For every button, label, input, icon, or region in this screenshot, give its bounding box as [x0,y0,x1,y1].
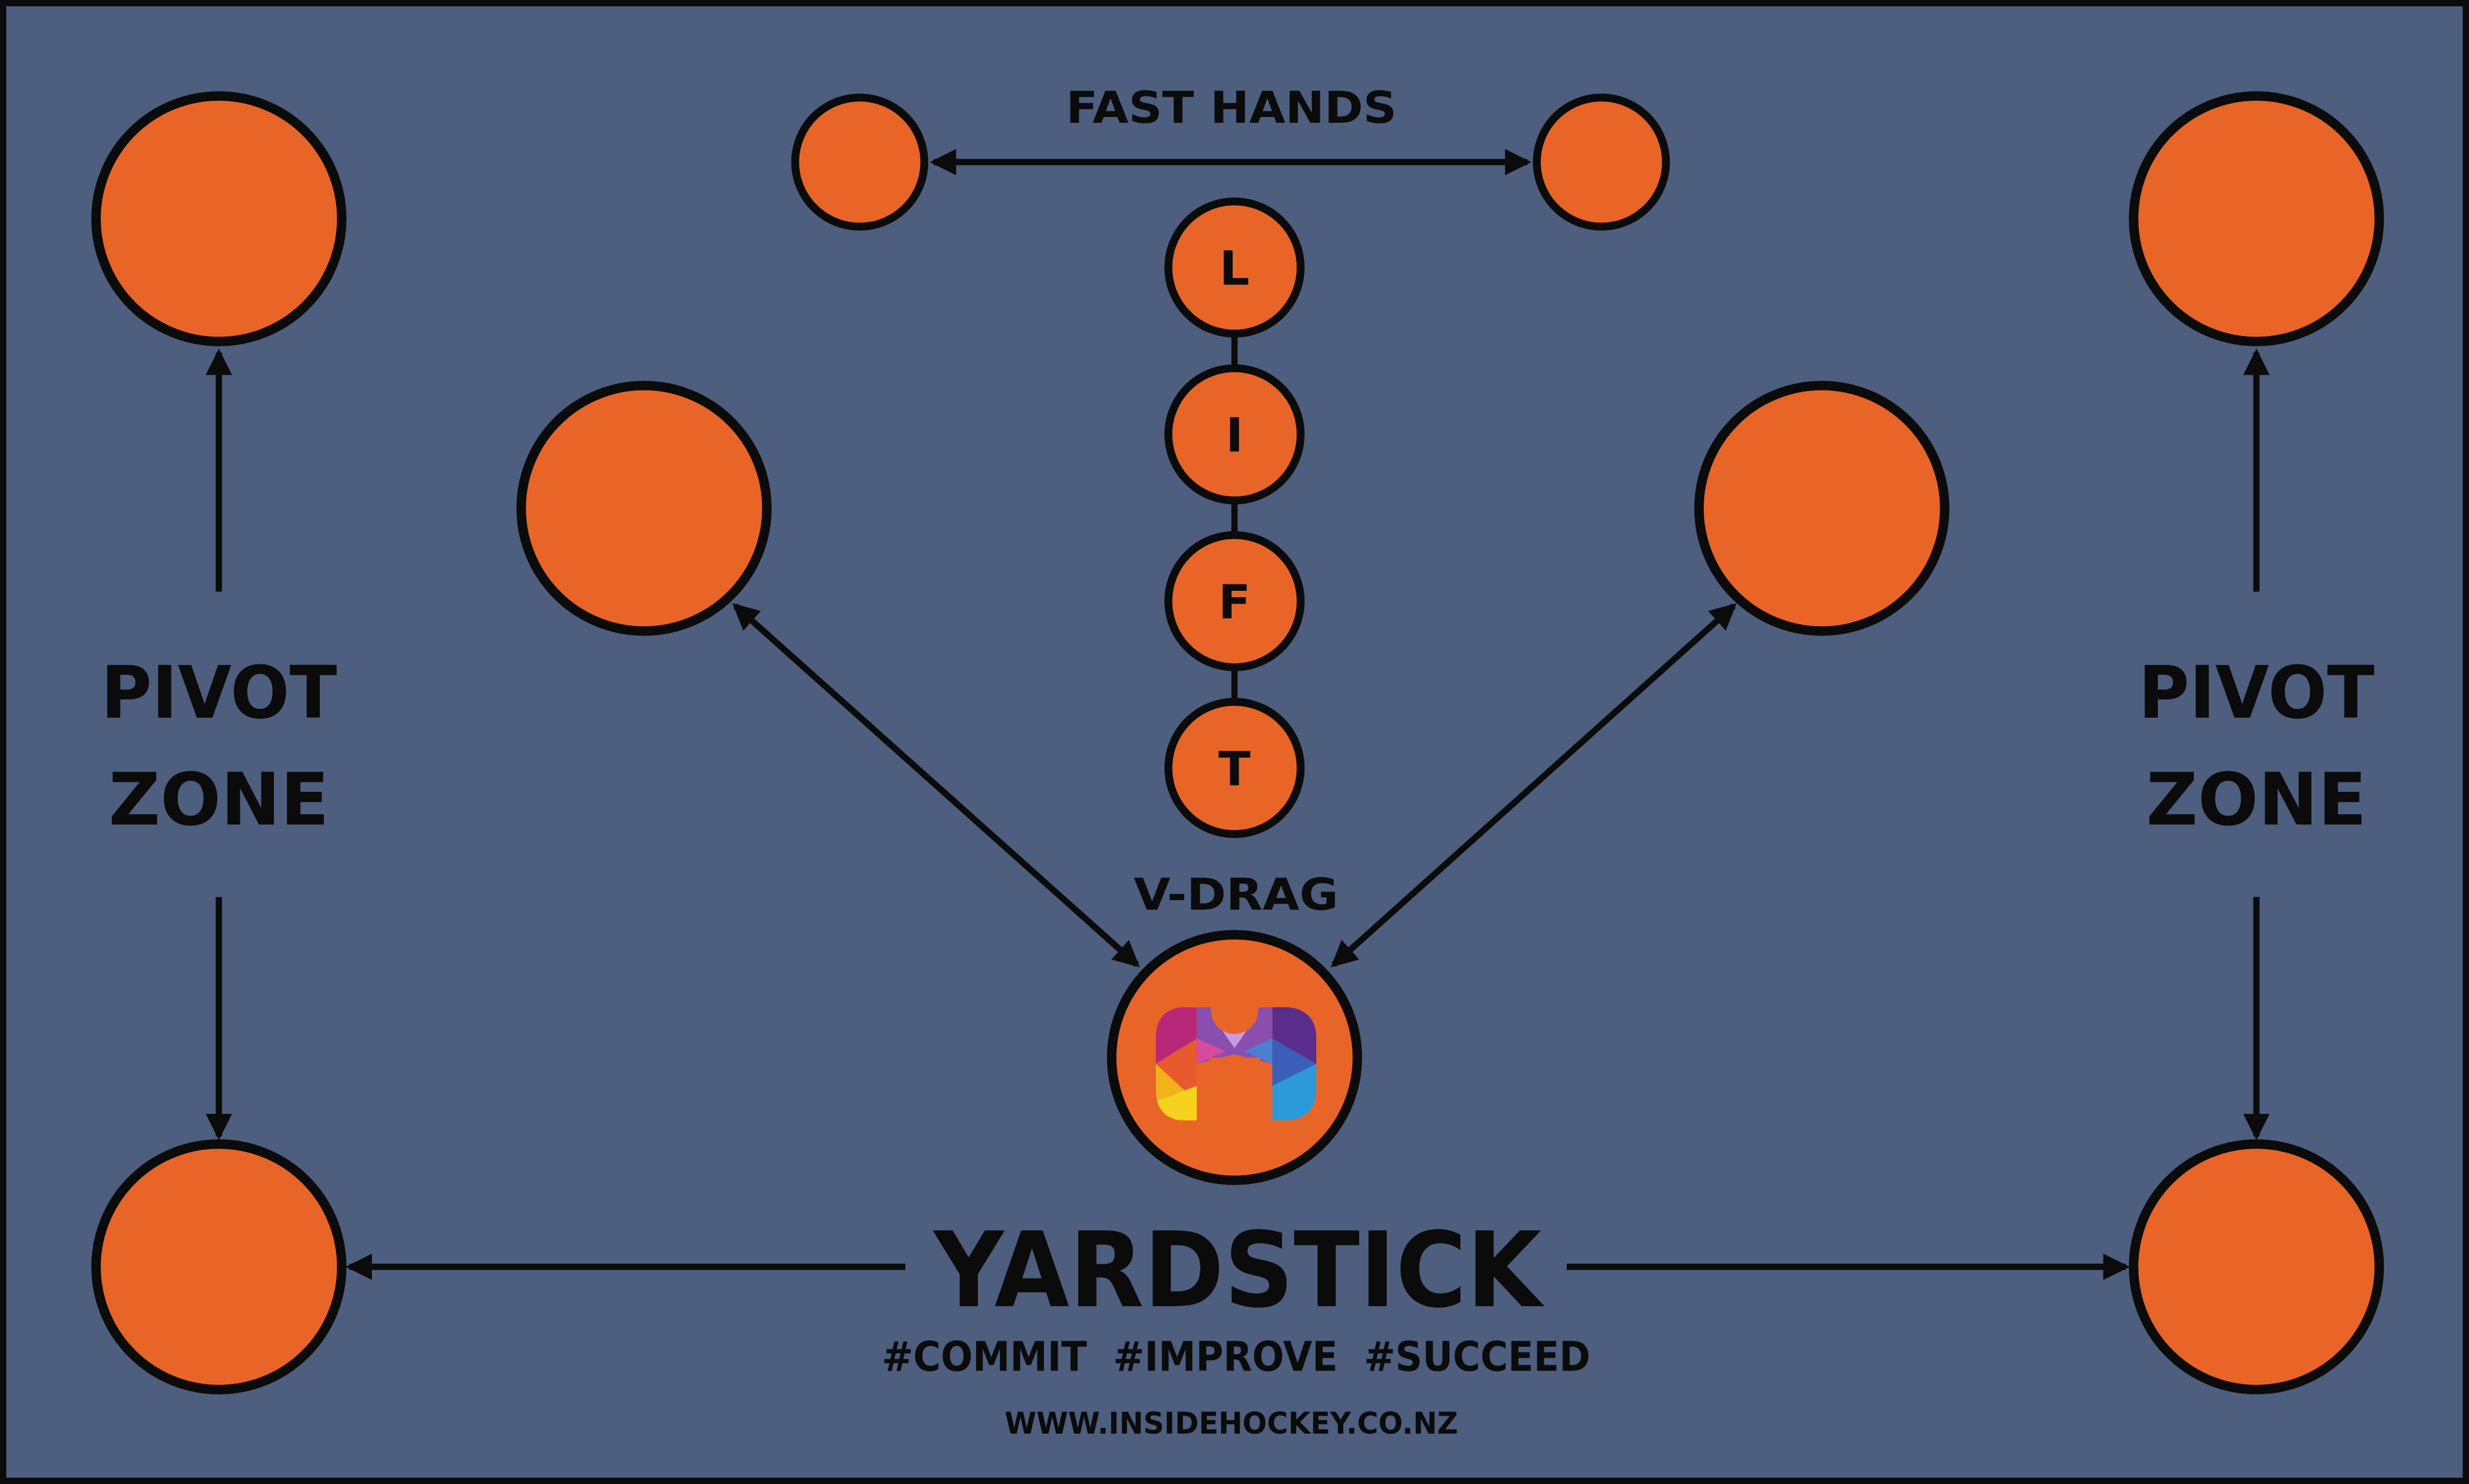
cone-v-drag-right [1694,381,1950,636]
cone-lift-t [1164,697,1305,838]
cone-bottom-right [2128,1139,2384,1395]
yardstick-title: YARDSTICK [933,1211,1545,1331]
cone-fast-hands-left [791,93,929,231]
cone-fast-hands-right [1533,93,1670,231]
pivot-zone-right-line1: PIVOT [2138,651,2375,735]
cone-lift-l [1164,197,1305,338]
cone-top-right [2128,91,2384,346]
cone-bottom-left [91,1139,346,1395]
pivot-zone-right-line2: ZONE [2146,758,2367,842]
lift-letter-l: L [1219,242,1250,297]
pivot-zone-left-line1: PIVOT [101,651,337,735]
cone-top-left [91,91,346,346]
lift-letter-i: I [1226,408,1243,463]
cone-lift-i [1164,364,1305,505]
v-drag-right-arrow [1331,603,1737,968]
lift-letter-f: F [1218,575,1251,630]
website-url: WWW.INSIDEHOCKEY.CO.NZ [1005,1406,1458,1441]
v-drag-label: V-DRAG [1134,868,1338,920]
cone-lift-f [1164,531,1305,671]
fast-hands-label: FAST HANDS [1066,82,1397,133]
hashtags-tagline: #COMMIT #IMPROVE #SUCCEED [882,1332,1590,1380]
cone-v-drag-left [516,381,772,636]
pivot-zone-left-line2: ZONE [109,758,330,842]
lift-letter-t: T [1218,742,1251,797]
v-drag-left-arrow [732,603,1140,967]
insidehockey-logo-icon [1156,986,1317,1127]
